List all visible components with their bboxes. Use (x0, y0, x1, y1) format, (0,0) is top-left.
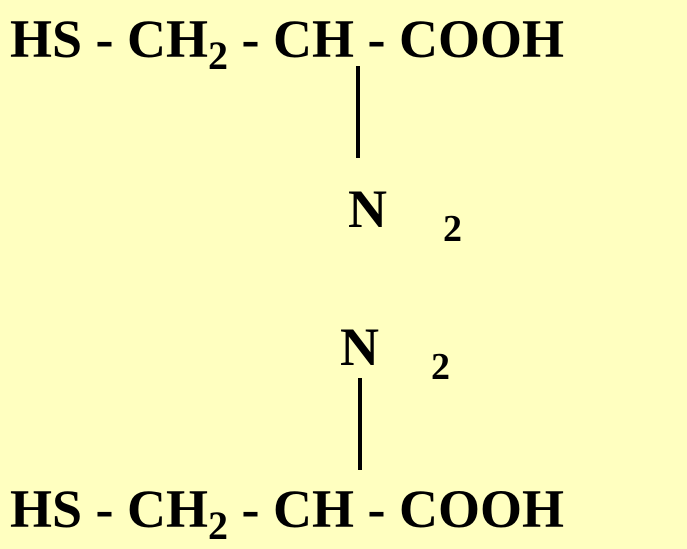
bottom-formula-subscript: 2 (208, 503, 229, 548)
bottom-formula: HS - CH2 - CH - COOH (10, 479, 565, 546)
top-formula-part1: HS - CH (10, 9, 209, 69)
top-formula-subscript: 2 (208, 33, 229, 78)
upper-nitrogen-subscript: 2 (443, 208, 462, 250)
bottom-formula-part1: HS - CH (10, 479, 209, 539)
upper-bond-line (356, 66, 360, 158)
lower-nitrogen-subscript: 2 (431, 346, 450, 388)
lower-nitrogen-atom: N (340, 317, 379, 377)
lower-bond-line (358, 378, 362, 470)
bottom-formula-part2: - CH - COOH (228, 479, 565, 539)
top-formula-part2: - CH - COOH (228, 9, 565, 69)
top-formula: HS - CH2 - CH - COOH (10, 9, 565, 76)
upper-nitrogen-atom: N (348, 179, 387, 239)
